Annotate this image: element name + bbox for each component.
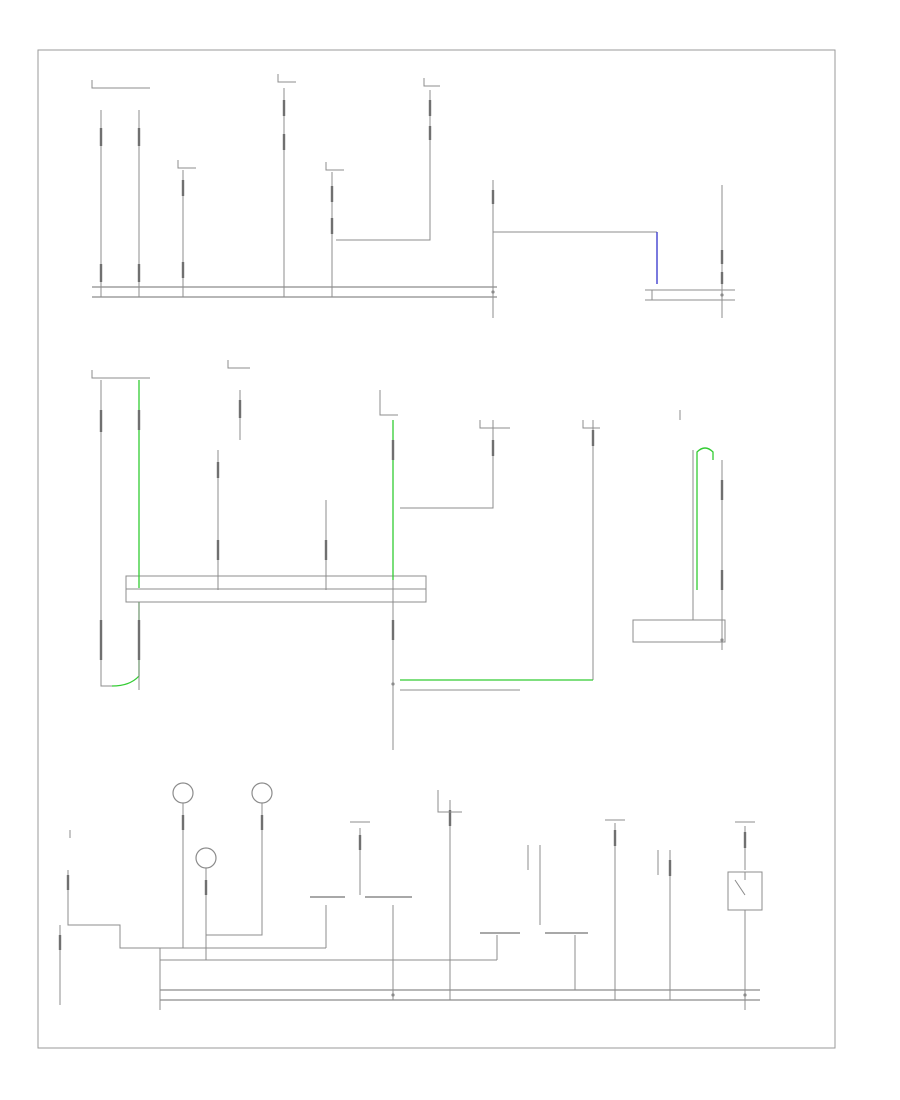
wire-c-upper-bus [150, 947, 497, 961]
bracket-mid [91, 360, 681, 429]
section-top [91, 74, 735, 318]
bracket-top [91, 74, 440, 171]
wire-b1 [100, 380, 112, 687]
lamp-1 [172, 782, 194, 804]
section-middle [91, 360, 726, 750]
wire-c5 [67, 870, 150, 949]
bracket-bottom [69, 790, 755, 875]
seg-c2 [358, 810, 747, 876]
connector-block-right [632, 619, 726, 643]
green-wire-b2 [111, 602, 140, 687]
seg-b2 [216, 400, 328, 560]
wire-b3 [217, 390, 241, 590]
green-wire-b5 [696, 447, 714, 590]
section-bottom [58, 782, 763, 1010]
wire-c7 [325, 828, 394, 1000]
switch-contact [734, 872, 746, 896]
wire-b6 [400, 420, 494, 509]
seg-c1 [181, 815, 264, 895]
lamp-2 [251, 782, 273, 804]
seg-b1 [99, 410, 141, 660]
seg-b3 [391, 430, 595, 640]
seg-a1 [99, 128, 141, 282]
diagram-frame [37, 49, 836, 1049]
wire-c2 [206, 803, 263, 936]
wire-a6 [336, 90, 431, 241]
seg-c3 [58, 875, 70, 950]
seg-a2 [181, 100, 286, 278]
lamp-3 [195, 847, 217, 869]
seg-a3 [330, 100, 495, 234]
wire-c9 [496, 845, 576, 990]
wire-a9 [645, 289, 735, 301]
